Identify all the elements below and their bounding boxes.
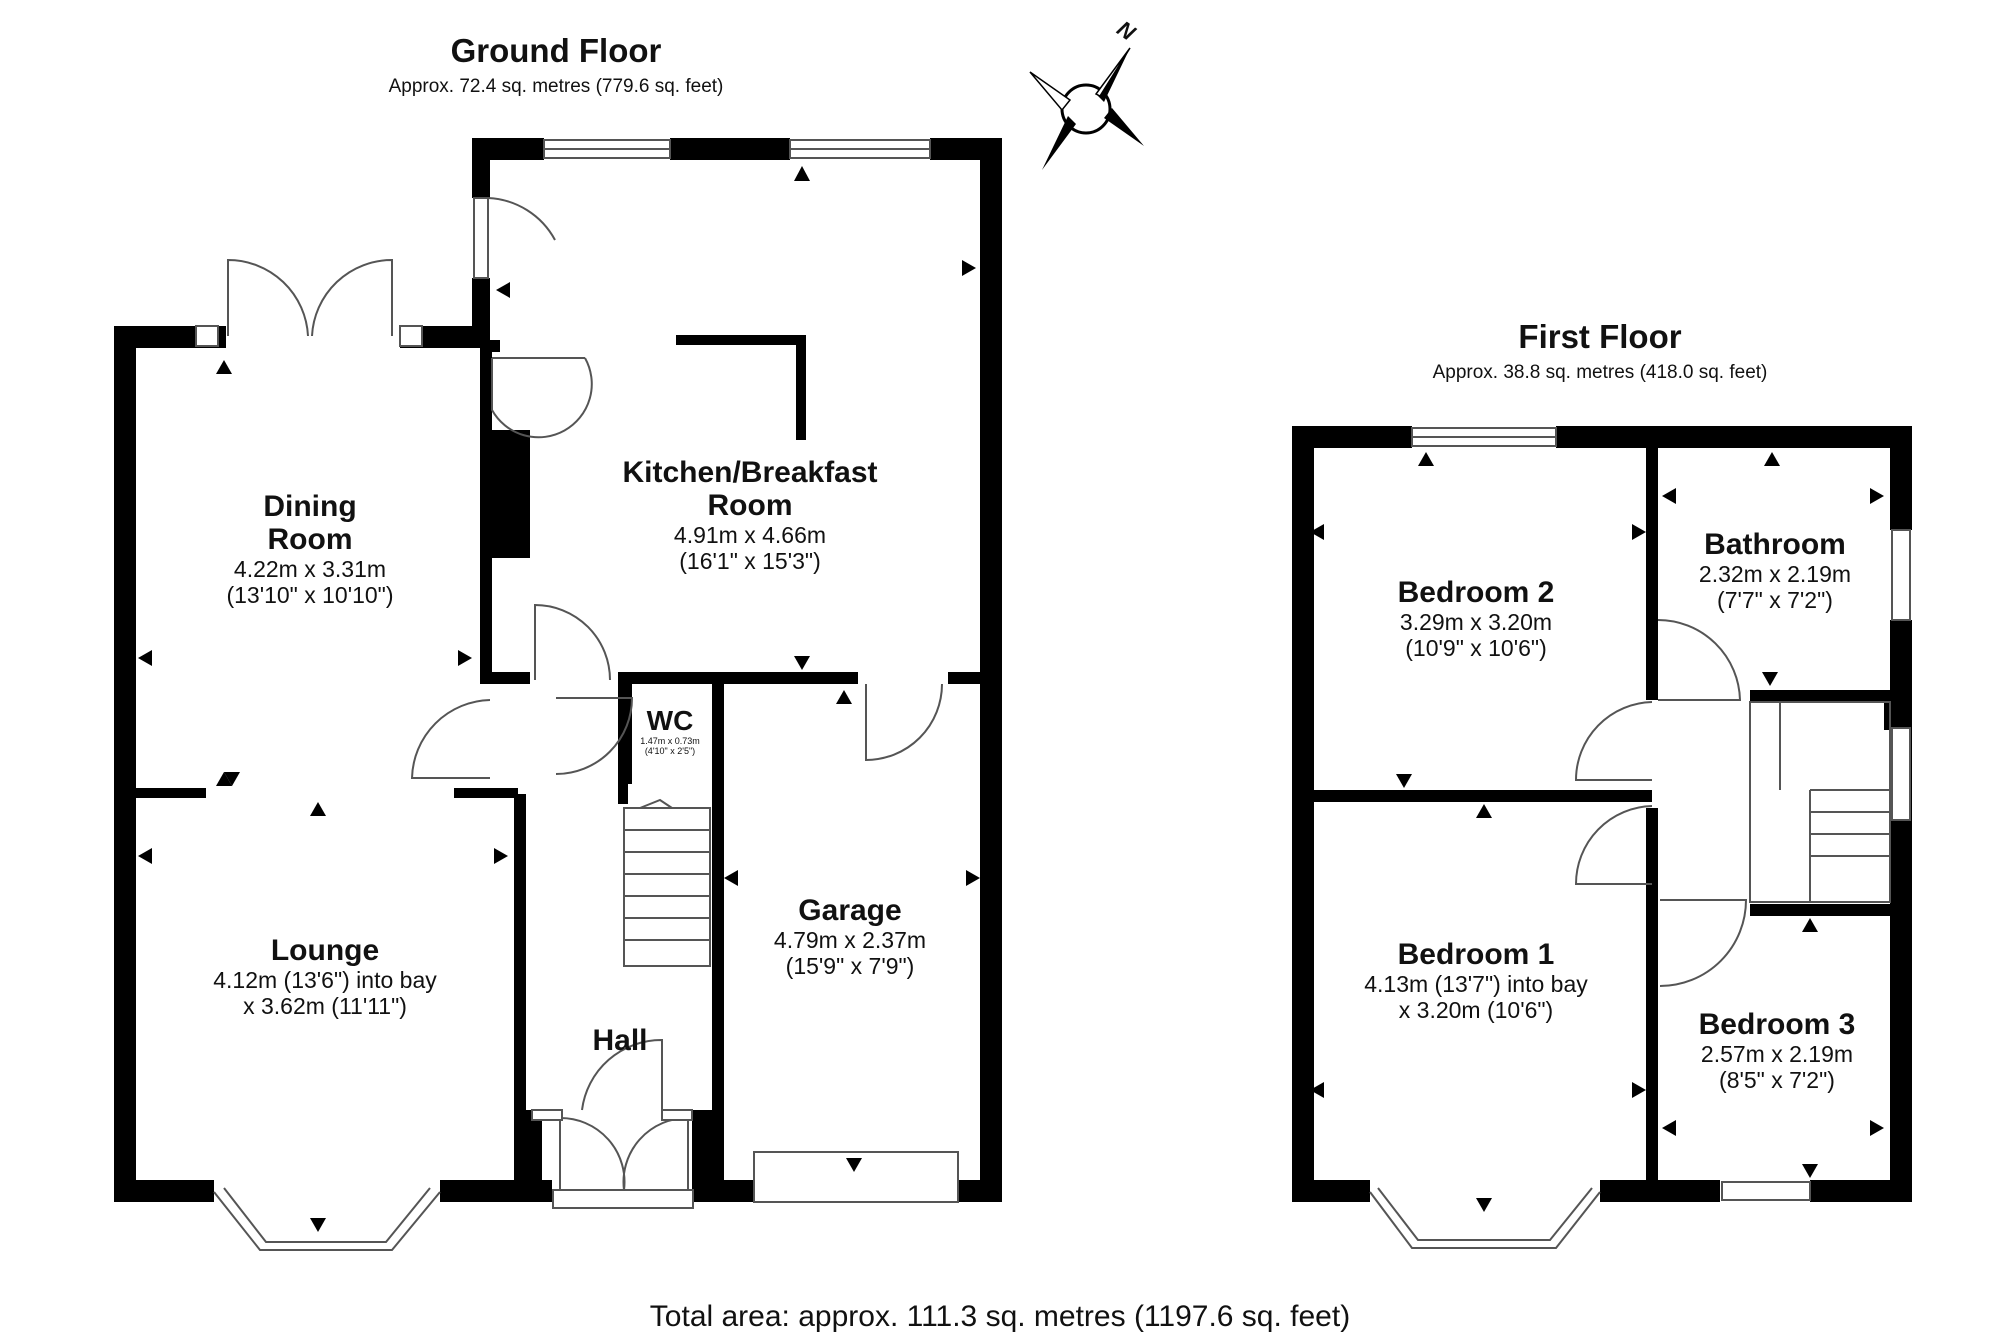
room-dimensions-imperial: (13'10" x 10'10") xyxy=(226,582,394,608)
room-dining: Dining Room 4.22m x 3.31m (13'10" x 10'1… xyxy=(160,490,460,608)
room-kitchen: Kitchen/Breakfast Room 4.91m x 4.66m (16… xyxy=(580,456,920,574)
compass-rose xyxy=(1029,47,1144,170)
total-area: Total area: approx. 111.3 sq. metres (11… xyxy=(649,1300,1351,1333)
room-name: Bedroom 3 xyxy=(1698,1008,1856,1041)
room-name: Dining xyxy=(263,490,357,523)
room-dimensions-metric: 4.22m x 3.31m xyxy=(233,556,387,582)
room-dimensions-metric: 4.12m (13'6") into bay xyxy=(213,967,437,993)
room-name: WC xyxy=(646,705,694,736)
room-name: Bedroom 2 xyxy=(1397,576,1555,609)
room-dimensions-metric: 1.47m x 0.73m xyxy=(640,736,700,746)
room-garage: Garage 4.79m x 2.37m (15'9" x 7'9") xyxy=(730,894,970,979)
room-bathroom: Bathroom 2.32m x 2.19m (7'7" x 7'2") xyxy=(1664,528,1886,613)
ground-floor-fixtures xyxy=(195,139,959,1251)
ground-floor-area: Approx. 72.4 sq. metres (779.6 sq. feet) xyxy=(388,76,724,97)
room-bedroom-3: Bedroom 3 2.57m x 2.19m (8'5" x 7'2") xyxy=(1664,1008,1890,1093)
room-name: Kitchen/Breakfast xyxy=(622,456,878,489)
room-dimensions-metric: 4.79m x 2.37m xyxy=(773,927,927,953)
first-floor-area: Approx. 38.8 sq. metres (418.0 sq. feet) xyxy=(1432,362,1768,383)
room-dimensions-imperial: x 3.20m (10'6") xyxy=(1398,997,1554,1023)
room-name: Garage xyxy=(798,894,902,927)
room-dimensions-metric: 3.29m x 3.20m xyxy=(1399,609,1553,635)
room-dimensions-imperial: (16'1" x 15'3") xyxy=(679,548,821,574)
room-dimensions-metric: 2.57m x 2.19m xyxy=(1700,1041,1854,1067)
room-name: Lounge xyxy=(270,934,380,967)
room-dimensions-imperial: (7'7" x 7'2") xyxy=(1717,587,1833,613)
room-hall: Hall xyxy=(560,1024,680,1057)
room-dimensions-metric: 4.13m (13'7") into bay xyxy=(1364,971,1588,997)
room-name-line2: Room xyxy=(267,523,353,556)
room-bedroom-2: Bedroom 2 3.29m x 3.20m (10'9" x 10'6") xyxy=(1326,576,1626,661)
room-dimensions-metric: 4.91m x 4.66m xyxy=(673,522,827,548)
room-dimensions-imperial: (15'9" x 7'9") xyxy=(785,953,915,979)
room-dimensions-imperial: (8'5" x 7'2") xyxy=(1719,1067,1835,1093)
first-floor-fixtures xyxy=(1369,427,1911,1249)
first-floor-arrows xyxy=(1310,452,1884,1212)
room-wc: WC 1.47m x 0.73m (4'10" x 2'5") xyxy=(630,705,710,757)
room-name-line2: Room xyxy=(707,489,793,522)
room-name: Hall xyxy=(592,1024,648,1057)
room-dimensions-imperial: (4'10" x 2'5") xyxy=(644,746,696,756)
room-dimensions-imperial: x 3.62m (11'11") xyxy=(243,993,407,1019)
room-bedroom-1: Bedroom 1 4.13m (13'7") into bay x 3.20m… xyxy=(1316,938,1636,1023)
room-name: Bathroom xyxy=(1704,528,1846,561)
first-floor-title: First Floor xyxy=(1518,318,1682,355)
ground-floor-title: Ground Floor xyxy=(450,32,662,69)
room-dimensions-metric: 2.32m x 2.19m xyxy=(1698,561,1852,587)
ground-floor-walls xyxy=(114,138,1002,1202)
room-dimensions-imperial: (10'9" x 10'6") xyxy=(1405,635,1547,661)
room-name: Bedroom 1 xyxy=(1397,938,1555,971)
ground-floor-arrows xyxy=(138,166,980,1232)
room-lounge: Lounge 4.12m (13'6") into bay x 3.62m (1… xyxy=(170,934,480,1019)
